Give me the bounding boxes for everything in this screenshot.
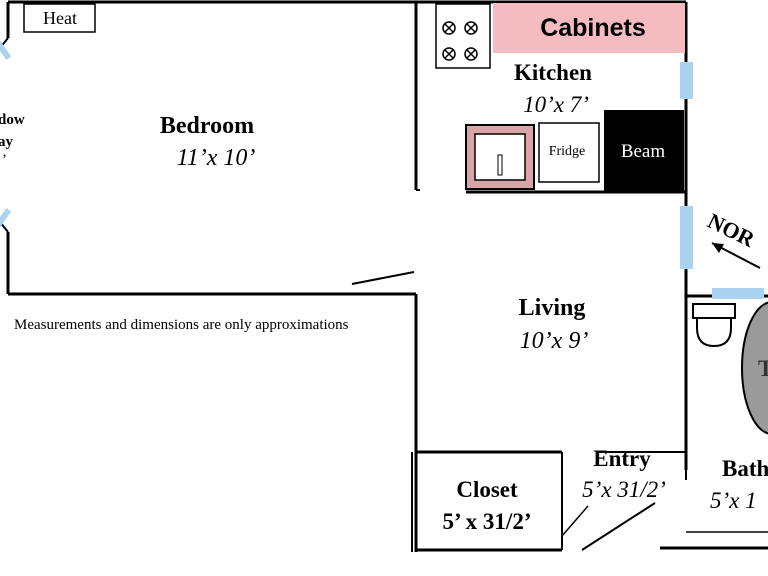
bay-window-bottom	[0, 208, 12, 228]
heat-unit	[23, 3, 96, 33]
bay-window-label-c: ’	[2, 152, 7, 168]
kitchen-window	[680, 62, 693, 99]
entry-label: Entry	[593, 446, 651, 471]
entry-walls	[561, 470, 687, 551]
bay-window-label-a: dow	[0, 112, 25, 128]
bath-label: Bath	[722, 456, 768, 481]
cabinets-label: Cabinets	[540, 14, 646, 42]
closet-dimensions: 5’ x 31/2’	[442, 509, 531, 534]
living-walls	[414, 294, 688, 552]
north-label: NOR	[704, 208, 760, 252]
bath-dimensions: 5’x 1	[710, 488, 757, 513]
fridge-label: Fridge	[549, 144, 586, 159]
sink	[465, 124, 535, 190]
fridge	[538, 122, 600, 183]
bedroom-walls	[0, 0, 420, 296]
tub-label: T	[758, 356, 768, 381]
measurement-note: Measurements and dimensions are only app…	[14, 317, 349, 333]
stove	[435, 3, 491, 69]
closet-walls	[411, 452, 563, 552]
kitchen-walls	[416, 0, 688, 296]
living-dimensions: 10’x 9’	[520, 328, 589, 354]
bay-window-top	[0, 40, 12, 60]
bedroom-label: Bedroom	[160, 113, 254, 139]
living-label: Living	[519, 295, 586, 321]
beam-label: Beam	[621, 141, 666, 162]
living-window	[680, 206, 693, 269]
closet-label: Closet	[456, 477, 518, 502]
north-arrow: NOR	[704, 208, 761, 269]
heat-label: Heat	[43, 8, 77, 28]
toilet	[692, 303, 736, 348]
kitchen-dimensions: 10’x 7’	[523, 92, 589, 117]
kitchen-label: Kitchen	[514, 60, 592, 85]
beam	[604, 110, 684, 192]
bay-window-label-b: ay	[0, 134, 14, 150]
entry-dimensions: 5’x 31/2’	[582, 477, 666, 502]
bathtub	[741, 301, 768, 435]
bedroom-door	[351, 271, 415, 285]
cabinets	[493, 3, 685, 53]
bedroom-dimensions: 11’x 10’	[177, 145, 256, 171]
bath-window	[712, 288, 764, 299]
